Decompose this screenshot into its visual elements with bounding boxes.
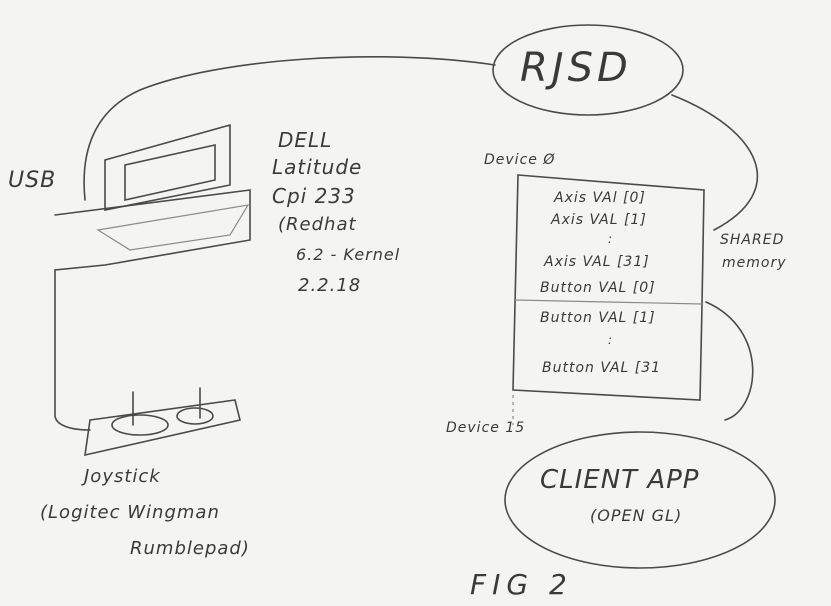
memory-entry: : xyxy=(608,232,614,246)
usb-label: USB xyxy=(8,168,57,193)
joystick-shape xyxy=(84,399,241,457)
client-app-sublabel: (OPEN GL) xyxy=(590,506,683,525)
memory-entry: Button VAL [0] xyxy=(540,280,656,296)
laptop-base xyxy=(54,189,251,431)
computer-line: 6.2 - Kernel xyxy=(296,245,401,264)
joystick-label: Rumblepad) xyxy=(130,538,250,559)
rjsd-label: RJSD xyxy=(520,45,632,91)
computer-line: Latitude xyxy=(272,155,363,179)
computer-line: 2.2.18 xyxy=(298,275,362,296)
client-app-label: CLIENT APP xyxy=(540,465,700,495)
memory-to-client-line xyxy=(705,301,754,421)
laptop-screen xyxy=(104,123,231,211)
figure-caption: FIG 2 xyxy=(470,568,573,601)
memory-entry: : xyxy=(608,333,614,347)
shared-memory-label: memory xyxy=(722,255,787,271)
joystick-button xyxy=(111,414,169,436)
device-first-label: Device Ø xyxy=(484,152,556,168)
rjsd-to-laptop-line xyxy=(83,56,496,201)
shared-memory-label: SHARED xyxy=(720,232,785,248)
computer-line: Cpi 233 xyxy=(272,184,356,208)
memory-entry: Button VAL [31 xyxy=(542,360,662,376)
memory-entry: Axis VAL [31] xyxy=(544,254,650,270)
client-app-ellipse xyxy=(504,431,776,569)
joystick-label: (Logitec Wingman xyxy=(40,502,220,523)
joystick-button xyxy=(176,407,214,425)
memory-entry: Axis VAL [1] xyxy=(551,212,647,228)
memory-divider xyxy=(514,299,703,305)
laptop-keyboard xyxy=(96,204,250,251)
rjsd-ellipse xyxy=(492,24,684,116)
computer-line: (Redhat xyxy=(278,214,357,235)
computer-line: DELL xyxy=(278,128,333,152)
memory-entry: Axis VAl [0] xyxy=(554,190,646,206)
rjsd-to-memory-line xyxy=(671,94,759,231)
memory-entry: Button VAL [1] xyxy=(540,310,656,326)
joystick-label: Joystick xyxy=(84,466,161,487)
shared-memory-block xyxy=(512,174,705,401)
device-last-label: Device 15 xyxy=(446,420,526,436)
